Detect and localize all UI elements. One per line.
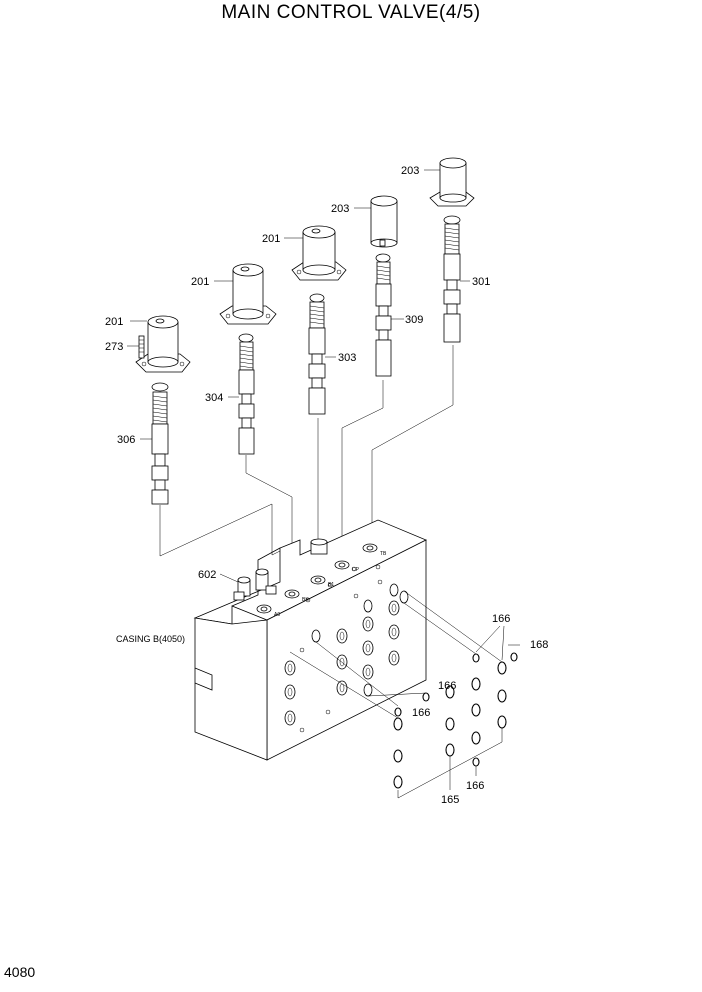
svg-text:A0: A0 <box>274 612 280 618</box>
callout-casing-b: CASING B(4050) <box>116 634 185 644</box>
callout-602: 602 <box>198 569 216 581</box>
page-number: 4080 <box>4 964 36 980</box>
spool-306 <box>151 382 169 505</box>
diagram-title: MAIN CONTROL VALVE(4/5) <box>221 2 481 23</box>
callout-309: 309 <box>405 314 423 326</box>
solenoid-203-flanged <box>429 157 475 207</box>
spool-303 <box>308 293 326 415</box>
svg-text:TB: TB <box>380 551 387 557</box>
fittings-602 <box>233 568 277 601</box>
callout-304: 304 <box>205 392 223 404</box>
callout-166-upper: 166 <box>492 613 510 625</box>
casing-b-block <box>193 519 427 761</box>
callout-203-flanged: 203 <box>401 165 419 177</box>
spool-301 <box>443 215 461 343</box>
casing-side-ports <box>284 579 409 733</box>
o-ring-leader-lines <box>289 590 505 799</box>
solenoid-201-mid-left <box>219 263 277 325</box>
callout-201-center: 201 <box>262 233 280 245</box>
o-rings-166 <box>394 653 480 767</box>
solenoid-201-center <box>291 225 347 281</box>
callout-273: 273 <box>105 341 123 353</box>
callout-165: 165 <box>441 794 459 806</box>
svg-text:BK: BK <box>302 597 309 603</box>
casing-top-ports <box>256 543 381 614</box>
o-rings-165 <box>393 661 507 789</box>
callout-168: 168 <box>530 639 548 651</box>
solenoid-203-cylinder <box>370 195 398 248</box>
svg-text:B1: B1 <box>328 582 334 588</box>
callout-201-left: 201 <box>105 316 123 328</box>
solenoid-201-left <box>135 315 191 373</box>
port-markings: TB CP B1 BK A0 <box>274 551 387 618</box>
callout-166-left: 166 <box>412 707 430 719</box>
bolt-273 <box>138 335 145 359</box>
callout-203-cylinder: 203 <box>331 203 349 215</box>
callout-303: 303 <box>338 352 356 364</box>
callout-166-middle: 166 <box>438 680 456 692</box>
callout-201-mid-left: 201 <box>191 276 209 288</box>
callout-306: 306 <box>117 434 135 446</box>
callout-leaders <box>127 169 520 646</box>
o-ring-168 <box>510 652 518 662</box>
spool-309 <box>375 253 392 377</box>
spool-304 <box>238 333 255 455</box>
svg-text:CP: CP <box>352 567 360 573</box>
callout-166-lower: 166 <box>466 780 484 792</box>
callout-301: 301 <box>472 276 490 288</box>
